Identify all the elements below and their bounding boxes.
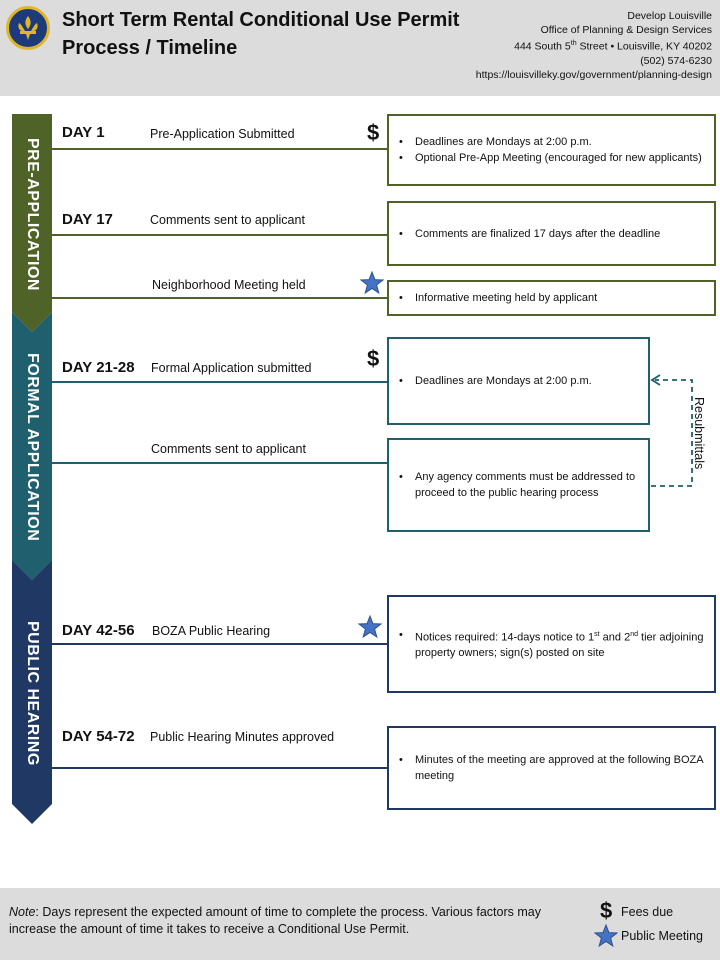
step-7-details-box: Minutes of the meeting are approved at t… xyxy=(387,726,716,810)
pre-application-band xyxy=(12,114,52,332)
dollar-icon: $ xyxy=(367,120,380,145)
dollar-icon: $ xyxy=(600,898,613,923)
office-address: 444 South 5th Street • Louisville, KY 40… xyxy=(514,40,712,53)
legend-public-meeting: Public Meeting xyxy=(621,929,703,943)
step-3-bullet-1: Informative meeting held by applicant xyxy=(399,290,597,306)
step-1-bullet-2: Optional Pre-App Meeting (encouraged for… xyxy=(399,150,702,166)
step-5-details-box: Any agency comments must be addressed to… xyxy=(387,438,650,532)
step-4-details-box: Deadlines are Mondays at 2:00 p.m. xyxy=(387,337,650,425)
step-2-bullet-1: Comments are finalized 17 days after the… xyxy=(399,226,660,242)
step-6-day: DAY 42-56 xyxy=(62,622,135,639)
phase-band-shapes xyxy=(12,114,693,824)
step-1-title: Pre-Application Submitted xyxy=(150,127,295,141)
step-2-details-box: Comments are finalized 17 days after the… xyxy=(387,201,716,266)
step-4-bullet-1: Deadlines are Mondays at 2:00 p.m. xyxy=(399,373,592,389)
page-footer: Note: Days represent the expected amount… xyxy=(0,888,720,960)
step-1-day: DAY 1 xyxy=(62,124,105,141)
org-name: Develop Louisville xyxy=(627,10,712,22)
step-2-title: Comments sent to applicant xyxy=(150,213,305,227)
page-title: Short Term Rental Conditional Use Permit… xyxy=(62,6,459,62)
step-3-details-box: Informative meeting held by applicant xyxy=(387,280,716,316)
phase-label-formal-application: FORMAL APPLICATION xyxy=(24,352,41,542)
step-1-details-box: Deadlines are Mondays at 2:00 p.m. Optio… xyxy=(387,114,716,186)
office-phone: (502) 574-6230 xyxy=(640,54,712,67)
step-5-connector xyxy=(52,462,388,464)
phase-label-public-hearing: PUBLIC HEARING xyxy=(24,620,41,766)
page-header: Short Term Rental Conditional Use Permit… xyxy=(0,0,720,96)
page-title-line-2: Process / Timeline xyxy=(62,37,238,59)
legend-fees-due: Fees due xyxy=(621,905,674,919)
phase-label-pre-application: PRE-APPLICATION xyxy=(24,137,41,291)
step-3-connector xyxy=(52,297,388,299)
step-4-day: DAY 21-28 xyxy=(62,359,135,376)
step-3-title: Neighborhood Meeting held xyxy=(152,278,306,292)
page-title-line-1: Short Term Rental Conditional Use Permit xyxy=(62,9,460,31)
star-icon xyxy=(360,271,384,295)
contact-info: Develop Louisville Office of Planning & … xyxy=(476,9,712,82)
step-7-title: Public Hearing Minutes approved xyxy=(150,730,335,744)
step-4-title: Formal Application submitted xyxy=(151,361,312,375)
step-7-day: DAY 54-72 xyxy=(62,728,135,745)
star-icon xyxy=(594,924,618,948)
step-1-bullet-1: Deadlines are Mondays at 2:00 p.m. xyxy=(399,134,702,150)
star-icon xyxy=(358,615,382,639)
step-1-connector xyxy=(52,148,388,150)
footer-note: Note: Days represent the expected amount… xyxy=(9,905,541,936)
step-5-title: Comments sent to applicant xyxy=(151,442,306,456)
step-2-connector xyxy=(52,234,388,236)
resubmittals-connector xyxy=(651,379,693,487)
step-6-bullet-1: Notices required: 14-days notice to 1st … xyxy=(399,627,706,662)
formal-application-band xyxy=(12,312,52,580)
public-hearing-band xyxy=(12,560,52,824)
step-6-connector xyxy=(52,643,388,645)
step-7-connector xyxy=(52,767,388,769)
step-6-title: BOZA Public Hearing xyxy=(152,624,271,638)
step-2-day: DAY 17 xyxy=(62,211,113,228)
resubmittals-label: Resubmittals xyxy=(692,396,706,470)
louisville-seal-logo xyxy=(6,6,50,50)
step-4-connector xyxy=(52,381,388,383)
step-7-bullet-1: Minutes of the meeting are approved at t… xyxy=(399,752,706,784)
office-name: Office of Planning & Design Services xyxy=(540,24,712,36)
resubmittals-arrowhead xyxy=(650,374,661,386)
step-5-bullet-1: Any agency comments must be addressed to… xyxy=(399,469,640,501)
dollar-icon: $ xyxy=(367,346,380,371)
step-6-details-box: Notices required: 14-days notice to 1st … xyxy=(387,595,716,693)
office-url[interactable]: https://louisvilleky.gov/government/plan… xyxy=(475,68,712,81)
